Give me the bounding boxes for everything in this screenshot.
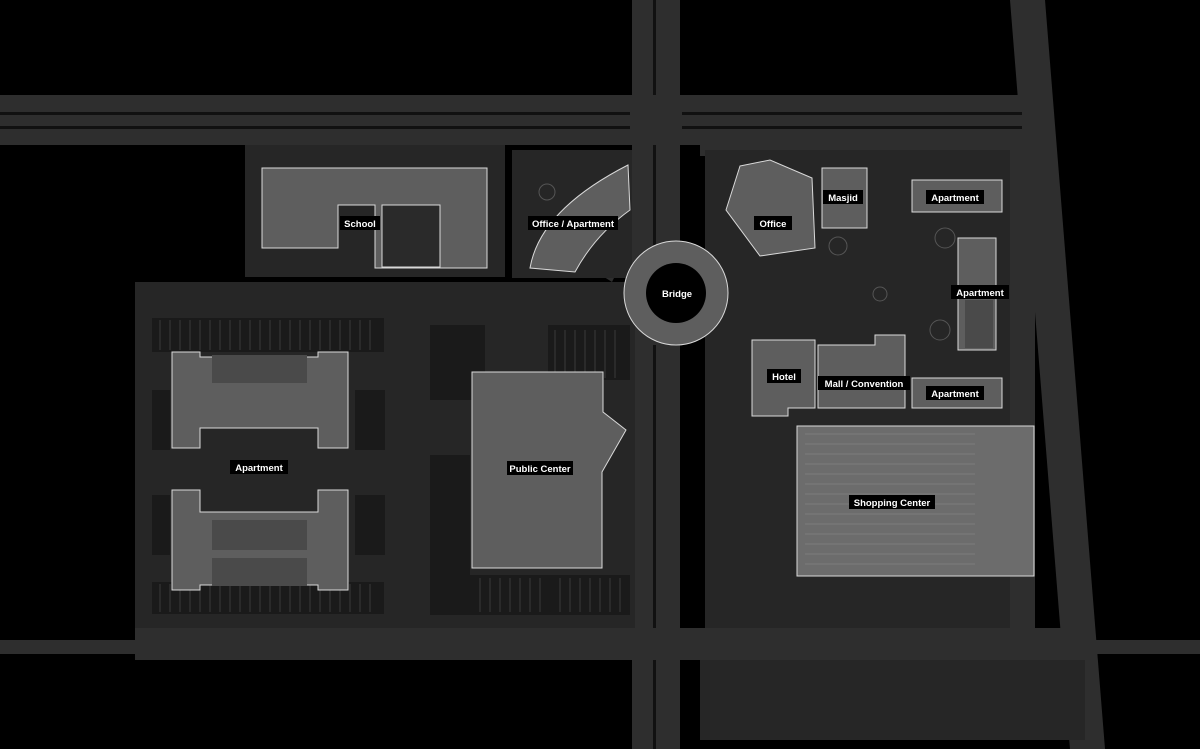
landscaping xyxy=(538,183,956,341)
svg-text:Apartment: Apartment xyxy=(235,463,283,474)
label-school: School xyxy=(340,216,380,230)
school-courtyard xyxy=(381,204,441,268)
svg-text:Shopping Center: Shopping Center xyxy=(854,498,931,509)
office-building xyxy=(725,159,816,257)
svg-text:Hotel: Hotel xyxy=(772,372,796,383)
svg-text:Office / Apartment: Office / Apartment xyxy=(532,219,615,230)
label-apartment-ne: Apartment xyxy=(926,190,984,204)
label-office: Office xyxy=(754,216,792,230)
svg-text:Masjid: Masjid xyxy=(828,193,858,204)
building-details xyxy=(212,300,993,586)
label-hotel: Hotel xyxy=(767,369,801,383)
svg-text:Apartment: Apartment xyxy=(956,288,1004,299)
svg-text:Office: Office xyxy=(760,219,787,230)
svg-text:School: School xyxy=(344,219,376,230)
lane-markings xyxy=(0,0,1022,749)
label-apartment-se: Apartment xyxy=(926,386,984,400)
svg-text:Apartment: Apartment xyxy=(931,389,979,400)
label-public-center: Public Center xyxy=(507,461,573,475)
parking-stall-lines xyxy=(159,320,621,612)
mall-convention-building xyxy=(817,334,906,409)
label-apartment-e: Apartment xyxy=(951,285,1009,299)
svg-text:Mall / Convention: Mall / Convention xyxy=(825,379,904,390)
label-mall-convention: Mall / Convention xyxy=(818,376,910,390)
map-labels: School Office / Apartment Office Masjid … xyxy=(230,190,1009,509)
svg-text:Apartment: Apartment xyxy=(931,193,979,204)
label-masjid: Masjid xyxy=(823,190,863,204)
svg-text:Bridge: Bridge xyxy=(662,289,692,300)
label-apartment-w: Apartment xyxy=(230,460,288,474)
label-shopping-center: Shopping Center xyxy=(849,495,935,509)
label-office-apartment: Office / Apartment xyxy=(528,216,618,230)
label-bridge: Bridge xyxy=(658,286,696,300)
parking-areas xyxy=(152,318,630,615)
svg-text:Public Center: Public Center xyxy=(509,464,571,475)
